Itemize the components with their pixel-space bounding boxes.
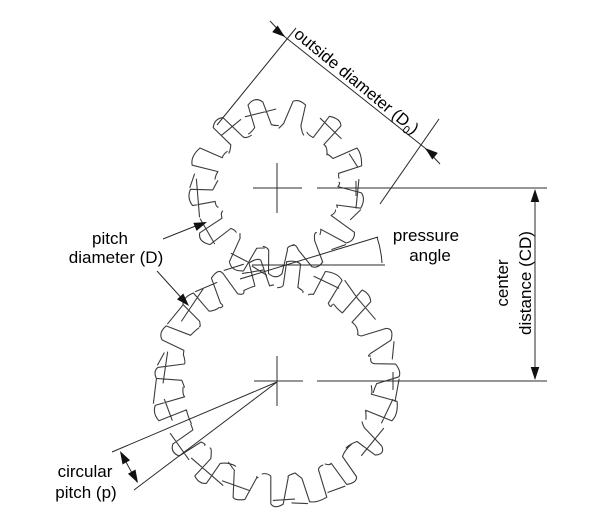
bottom-gear-outline [152,258,401,508]
labels-layer: outside diameter (D0) pitch diameter (D)… [55,25,535,502]
pd-arrowhead-bottom [176,293,189,306]
pitch-diameter-label-line1: pitch [92,229,128,248]
center-distance-label-line2: distance (CD) [516,231,535,335]
outside-diameter-label: outside diameter (D0) [289,25,422,140]
od-dimension-line [284,36,426,149]
cp-ray-upper [111,381,278,453]
od-extension-right [379,118,440,205]
od-arrowhead-left [272,25,285,37]
cp-arrowhead-top [120,451,131,465]
center-distance-label-line1: center [493,259,512,307]
cp-arrowhead-bottom [127,469,138,483]
pressure-angle-arc [376,236,383,264]
cd-arrowhead-top [530,189,540,202]
od-extension-left [216,27,297,126]
circular-pitch-label-line1: circular [58,462,113,481]
top-gear [188,99,364,278]
bottom-gear [152,258,401,508]
pa-action-line [239,236,379,280]
arrowheads [120,25,540,483]
angle-arcs [376,236,383,264]
dimension-and-center-lines [111,20,547,491]
pressure-angle-label-line1: pressure [393,226,459,245]
od-arrowhead-right [425,148,438,160]
pressure-angle-label-line2: angle [409,246,451,265]
cd-arrowhead-bottom [530,367,540,380]
pitch-diameter-label-line2: diameter (D) [69,248,163,267]
pd-arrowhead-top [193,222,207,231]
cp-ray-lower [133,381,278,491]
circular-pitch-label-line2: pitch (p) [55,483,116,502]
top-gear-outline [188,99,364,278]
